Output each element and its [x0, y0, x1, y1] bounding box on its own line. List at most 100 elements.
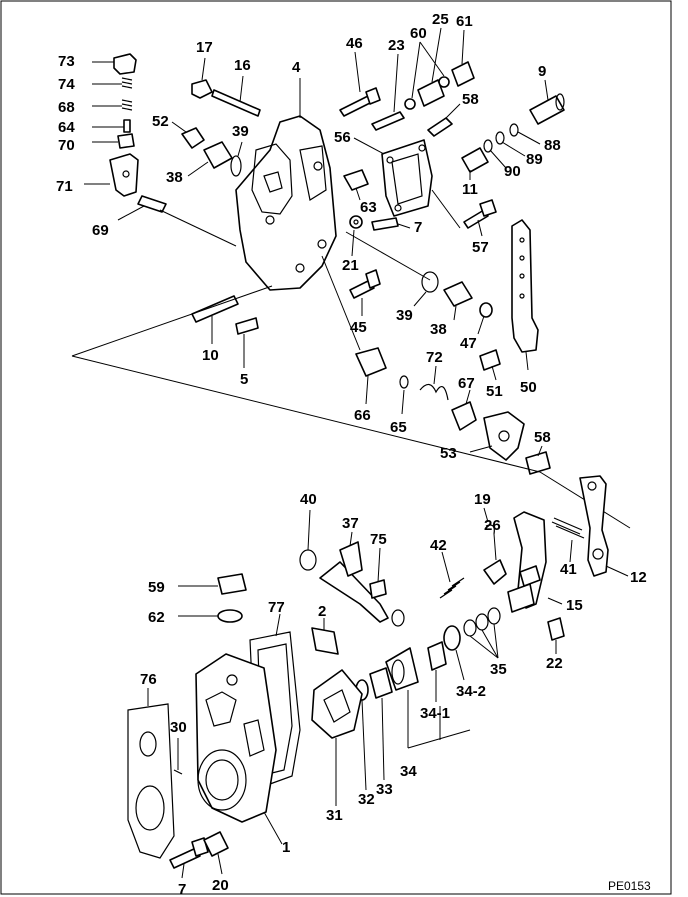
label-73: 73: [58, 53, 75, 70]
label-53: 53: [440, 445, 457, 462]
label-7a: 7: [414, 219, 422, 236]
label-5: 5: [240, 371, 248, 388]
label-47: 47: [460, 335, 477, 352]
part-89-washer: [495, 131, 526, 157]
part-56-cover-plate: [353, 137, 433, 217]
label-71: 71: [56, 178, 73, 195]
part-71-block: [84, 153, 139, 197]
part-7b-bolt: [169, 837, 209, 879]
part-39a-oring: [230, 141, 243, 177]
label-68: 68: [58, 99, 75, 116]
part-63-bushing: [343, 169, 369, 201]
part-38a-bushing: [187, 141, 233, 177]
part-41-spring: [551, 517, 585, 563]
part-61-cap: [451, 29, 475, 87]
label-66: 66: [354, 407, 371, 424]
label-45: 45: [350, 319, 367, 336]
assembly-guide-lines: [71, 189, 631, 529]
label-4: 4: [292, 59, 301, 76]
label-39a: 39: [232, 123, 249, 140]
part-75-pin: [369, 547, 387, 599]
part-66-bushing: [355, 347, 387, 405]
label-31: 31: [326, 807, 343, 824]
part-59-plug: [178, 573, 247, 595]
part-67-collar: [451, 389, 477, 431]
label-25: 25: [432, 11, 449, 28]
part-19-clip: [483, 507, 495, 535]
part-69-pin: [117, 195, 167, 221]
label-7b: 7: [178, 881, 186, 897]
label-38b: 38: [430, 321, 447, 338]
part-40b-ring: [391, 609, 405, 627]
label-19: 19: [474, 491, 491, 508]
part-12-lever: [579, 475, 629, 577]
part-22-cap: [547, 617, 565, 654]
label-58a: 58: [462, 91, 479, 108]
label-26: 26: [484, 517, 501, 534]
part-17-bolt: [191, 57, 213, 99]
label-65: 65: [390, 419, 407, 436]
part-88-oring: [509, 123, 541, 145]
part-1-governor-case: [195, 653, 283, 845]
label-60: 60: [410, 25, 427, 42]
label-77: 77: [268, 599, 285, 616]
part-2-shim: [311, 618, 339, 655]
part-46-bolt: [339, 51, 381, 117]
label-90: 90: [504, 163, 521, 180]
label-52: 52: [152, 113, 169, 130]
part-53-cam-plate: [469, 411, 525, 461]
part-52-plug: [171, 121, 205, 149]
part-34-2-ring: [443, 625, 465, 681]
part-50-lever: [511, 219, 539, 371]
part-20-plug: [203, 831, 229, 875]
label-34-2: 34-2: [456, 683, 486, 700]
label-38a: 38: [166, 169, 183, 186]
part-58b-screw: [525, 445, 551, 475]
part-23-screw: [371, 53, 405, 131]
part-37-governor-shaft: [319, 531, 389, 623]
part-10-bolt: [191, 295, 239, 344]
part-31-flyweight-holder: [311, 669, 363, 806]
part-64-pin: [92, 119, 131, 133]
label-22: 22: [546, 655, 563, 672]
part-58a-screw: [427, 103, 461, 137]
label-76: 76: [140, 671, 157, 688]
label-16: 16: [234, 57, 251, 74]
part-72-spring: [419, 365, 449, 401]
label-42: 42: [430, 537, 447, 554]
part-38b-bushing: [443, 281, 473, 321]
part-26-bracket: [483, 533, 507, 585]
label-32: 32: [358, 791, 375, 808]
part-40-ring: [299, 509, 317, 571]
label-58b: 58: [534, 429, 551, 446]
label-61: 61: [456, 13, 473, 30]
part-30-key: [173, 738, 183, 775]
label-39b: 39: [396, 307, 413, 324]
label-75: 75: [370, 531, 387, 548]
diagram-frame: [0, 0, 672, 895]
part-16-pin: [211, 75, 261, 117]
part-34-1-ring: [427, 641, 447, 702]
label-62: 62: [148, 609, 165, 626]
label-89: 89: [526, 151, 543, 168]
label-69: 69: [92, 222, 109, 239]
label-59: 59: [148, 579, 165, 596]
label-67: 67: [458, 375, 475, 392]
part-7a-screw: [371, 217, 411, 231]
part-11-plug: [461, 147, 489, 180]
label-12: 12: [630, 569, 647, 586]
label-50: 50: [520, 379, 537, 396]
part-39b-oring: [413, 271, 439, 307]
label-10: 10: [202, 347, 219, 364]
label-33: 33: [376, 781, 393, 798]
part-35-shims: [463, 607, 501, 659]
part-73-clip: [92, 53, 137, 75]
label-40: 40: [300, 491, 317, 508]
part-70-bushing: [92, 133, 135, 149]
part-74-spring: [92, 77, 133, 89]
label-63: 63: [360, 199, 377, 216]
label-34: 34: [400, 763, 417, 780]
part-25-nut: [417, 27, 445, 107]
label-23: 23: [388, 37, 405, 54]
part-68-spring: [92, 99, 133, 111]
